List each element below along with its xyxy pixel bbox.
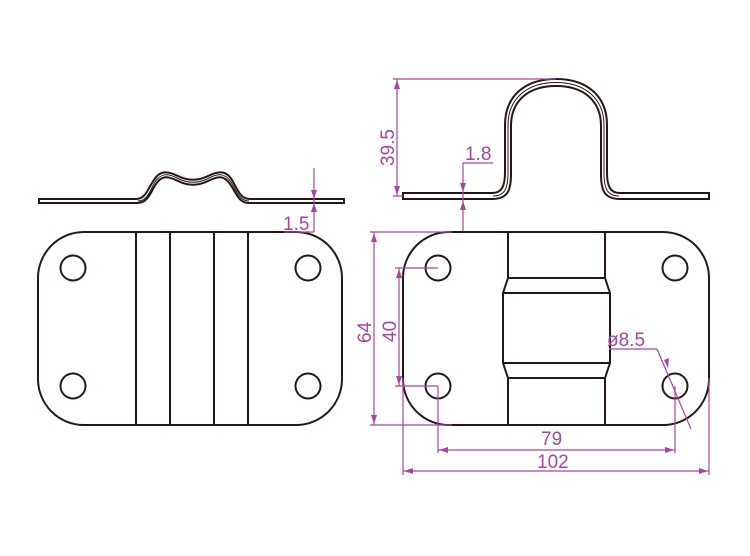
hole [59,254,87,282]
dimension-label: 102 [537,452,569,473]
dimension-thickness-left: 1.5 [283,168,317,235]
dimension-loop-height: 39.5 [378,78,556,197]
hole [294,372,322,400]
dimension-hole-vertical: 40 [380,267,438,387]
dimension-label: 1.8 [465,144,491,165]
dimension-label: 64 [355,321,376,343]
hole [59,372,87,400]
dimension-hole-diameter: ø8.5 [607,330,692,430]
dimension-label: 39.5 [378,129,399,166]
right-side-profile [402,77,710,200]
left-plate-view [37,231,343,426]
left-side-profile [38,171,345,204]
dimension-label: 40 [380,321,401,342]
dimension-label: 1.5 [283,214,309,235]
dimension-label: ø8.5 [607,330,645,351]
dimension-hole-horizontal: 79 [437,386,676,453]
dimension-thickness-right: 1.8 [460,144,493,232]
hole [661,254,689,282]
dimension-plate-width: 102 [402,378,710,475]
right-plate-view [402,231,710,426]
dimension-plate-height: 64 [355,231,452,426]
hole [294,254,322,282]
dimension-label: 79 [541,429,562,450]
